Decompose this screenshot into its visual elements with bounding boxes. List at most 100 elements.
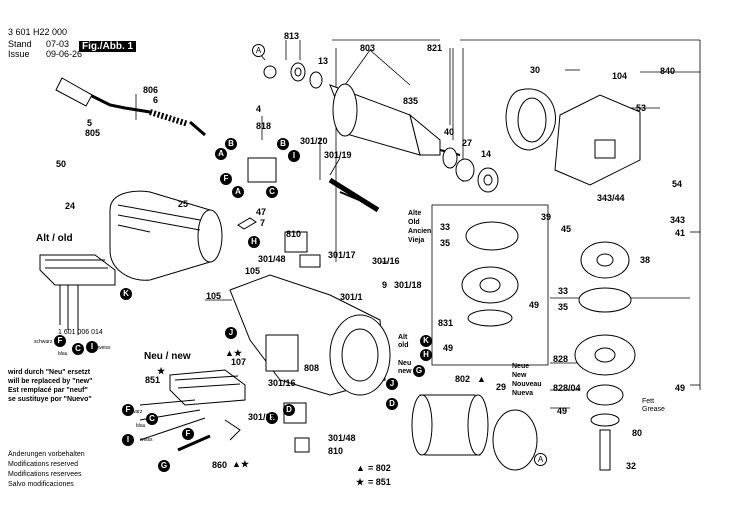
part-818: 818	[256, 121, 272, 131]
part-14: 14	[481, 149, 492, 159]
footer-line-4: Salvo modificaciones	[8, 481, 74, 488]
part-835: 835	[403, 96, 419, 106]
part-851: 851	[145, 375, 161, 385]
stand-label: Stand	[8, 39, 32, 49]
part-33-neu: 33	[558, 286, 569, 296]
part-828: 828	[553, 354, 569, 364]
callout-d-bottom: D	[283, 404, 295, 416]
alte-label-en: Old	[408, 219, 420, 226]
part-50: 50	[56, 159, 67, 169]
part-810-bottom: 810	[328, 446, 344, 456]
part-40: 40	[444, 127, 455, 137]
part-35-neu: 35	[558, 302, 569, 312]
note-line-1: wird durch "Neu" ersetzt	[8, 369, 91, 376]
part-9: 9	[382, 280, 388, 290]
neue-label-fr: Nouveau	[512, 381, 542, 388]
wire-label-blau-neu: blau	[136, 423, 146, 429]
part-49-a: 49	[529, 300, 540, 310]
part-49-d: 49	[557, 406, 568, 416]
part-831: 831	[438, 318, 454, 328]
wire-label-blau-alt: blau	[58, 351, 68, 357]
part-301-48-bottom: 301/48	[328, 433, 356, 443]
alt-label: Alt	[398, 334, 408, 341]
part-53: 53	[636, 103, 647, 113]
part-45: 45	[561, 224, 572, 234]
fett-label: Fett	[642, 398, 655, 405]
part-54: 54	[672, 179, 683, 189]
part-13: 13	[318, 56, 329, 66]
alte-label-es: Vieja	[408, 237, 425, 244]
part-860: 860	[212, 460, 228, 470]
footer-line-2: Modifications reserved	[8, 461, 79, 468]
callout-f-neu: F	[122, 404, 134, 416]
part-47: 47	[256, 207, 267, 217]
part-80: 80	[632, 428, 643, 438]
part-6: 6	[153, 95, 159, 105]
callout-k-body: K	[420, 335, 432, 347]
part-5: 5	[87, 118, 93, 128]
section-alt-old: Alt / old	[36, 233, 73, 244]
wire-label-weiss-alt: weiss	[98, 345, 111, 351]
callout-a-switch: A	[232, 186, 244, 198]
callout-a-bottom: A	[534, 453, 547, 466]
callout-a-plug: A	[215, 148, 227, 160]
part-7: 7	[260, 218, 266, 228]
stand-value: 07-03	[46, 39, 70, 49]
part-32: 32	[626, 461, 637, 471]
neue-label-en: New	[512, 372, 527, 379]
part-27: 27	[462, 138, 473, 148]
part-25: 25	[178, 199, 189, 209]
issue-label: Issue	[8, 49, 30, 59]
note-line-3: Est remplacé par "neuf"	[8, 387, 88, 394]
callout-c-neu: C	[146, 413, 158, 425]
callout-g-neu: G	[158, 460, 170, 472]
part-301-20: 301/20	[300, 136, 328, 146]
neue-label-de: Neue	[512, 363, 530, 370]
part-35-alt: 35	[440, 238, 451, 248]
legend-triangle-symbol: ▲	[356, 463, 365, 473]
callout-e-bottom: E	[266, 412, 278, 424]
legend-star-text: = 851	[368, 477, 391, 487]
callout-h-body: H	[248, 236, 260, 248]
marker-star-851: ★	[157, 366, 166, 376]
part-4: 4	[256, 104, 262, 114]
part-49-c: 49	[675, 383, 686, 393]
part-813: 813	[284, 31, 300, 41]
part-301-48-top: 301/48	[258, 254, 286, 264]
part-41: 41	[675, 228, 686, 238]
callout-b-plug: B	[225, 138, 237, 150]
part-301-17-bottom: 301/17	[248, 412, 276, 422]
footer-line-1: Änderungen vorbehalten	[8, 451, 85, 458]
part-301-16-bottom: 301/16	[268, 378, 296, 388]
wire-label-weiss-neu: weiss	[140, 437, 153, 443]
callout-i-alt: I	[86, 341, 98, 353]
neu-label: Neu	[398, 360, 412, 367]
marker-860: ▲★	[232, 459, 249, 469]
wire-label-schwarz-alt: schwarz	[34, 339, 53, 345]
callout-j-neu: J	[225, 327, 237, 339]
alte-label-fr: Ancien	[408, 228, 432, 235]
part-33-alt: 33	[440, 222, 451, 232]
part-806: 806	[143, 85, 159, 95]
callout-k-alt: K	[120, 288, 132, 300]
footer-line-3: Modifications reservees	[8, 471, 82, 478]
callout-a-top: A	[252, 44, 265, 57]
marker-triangle-107: ▲★	[225, 348, 242, 358]
section-neu-new: Neu / new	[144, 351, 191, 362]
part-301-18: 301/18	[394, 280, 422, 290]
callout-h-right: H	[420, 349, 432, 361]
part-808: 808	[304, 363, 320, 373]
callout-c-switch: C	[266, 186, 278, 198]
note-line-4: se sustituye por "Nuevo"	[8, 396, 92, 403]
callout-f-alt: F	[54, 335, 66, 347]
callout-i-switch: I	[288, 150, 300, 162]
figure-label: Fig./Abb. 1	[79, 41, 137, 52]
grease-label: Grease	[642, 406, 665, 413]
part-821: 821	[427, 43, 443, 53]
part-30: 30	[530, 65, 541, 75]
alte-label-de: Alte	[408, 210, 422, 217]
part-105-a: 105	[245, 266, 261, 276]
part-105-b: 105	[206, 291, 222, 301]
part-number: 3 601 H22 000	[8, 27, 68, 37]
